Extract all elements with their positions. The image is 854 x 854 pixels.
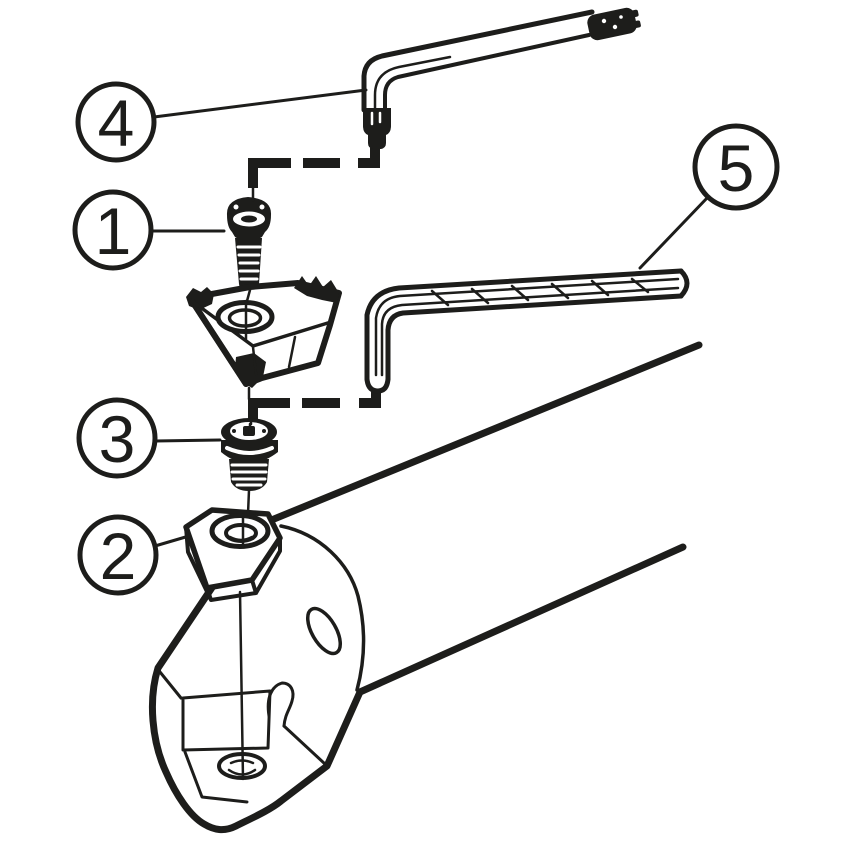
callout-5-label: 5 (718, 131, 755, 205)
callout-2-leader (153, 534, 191, 548)
torx-key-outer-edge (361, 9, 595, 113)
tool-holder-lower-edge (356, 543, 687, 696)
torx-key-tip-lobe-bottom (630, 20, 641, 29)
shim-side-faces (184, 525, 282, 602)
assembly-center-line (238, 186, 255, 781)
torx-key-tip-lobe-top (628, 9, 639, 18)
shim (183, 507, 283, 602)
insert-screw (226, 197, 272, 293)
tool-holder-head-outline (148, 524, 364, 834)
torx-key-bit (363, 108, 391, 149)
dash-segment-bottom (302, 398, 340, 408)
alignment-dashes-bottom (248, 389, 381, 419)
pocket-left-wall (158, 670, 183, 700)
hex-key-end-cap (678, 268, 690, 299)
pocket-front-edge (183, 750, 249, 804)
hex-key-outer-edge (364, 268, 684, 382)
dash-elbow-left-top (248, 158, 291, 188)
dash-segment-top (303, 158, 340, 168)
center-line-segment (246, 488, 251, 516)
shim-screw-flange-highlight (225, 446, 274, 455)
callout-1-circle (72, 189, 154, 271)
torx-key-bit-flutes (370, 111, 382, 126)
insert-screw-threads (236, 245, 262, 281)
callout-1-label: 1 (95, 194, 132, 268)
hex-key-facet-line-2 (380, 286, 680, 377)
tool-holder-oval-hole (305, 606, 343, 656)
torx-key-grip (587, 7, 637, 41)
torx-key (361, 7, 641, 149)
callout-3-circle (76, 397, 158, 479)
callout-3-leader (153, 438, 222, 443)
dash-elbow-left-bottom (248, 398, 290, 419)
insert-screw-head-highlight (233, 204, 239, 210)
shim-screw-socket-dot (262, 429, 266, 433)
shim-screw-threaded-body (229, 459, 269, 491)
torx-key-inner-edge (383, 33, 591, 112)
callout-2-label: 2 (100, 519, 137, 593)
callout-4-leader (152, 88, 368, 119)
shim-screw-socket-dot (232, 429, 236, 433)
callout-1: 1 (72, 189, 226, 271)
torx-key-mid-line (373, 55, 452, 112)
torx-key-grip-knurl-dot (612, 24, 618, 30)
insert-screw-torx-star (241, 215, 257, 223)
pocket-right-edge (282, 724, 327, 766)
callout-5-circle (692, 123, 780, 211)
tool-holder-dome-edge (279, 524, 366, 692)
shim-hole-countersink (228, 535, 254, 542)
callout-4-label: 4 (98, 86, 135, 160)
tool-holder-body (148, 341, 703, 834)
torx-key-grip-knurl-dot (601, 18, 607, 24)
shim-screw-threads (230, 463, 268, 487)
hex-key-facet-hatching (430, 277, 650, 307)
hex-key-tip-cap (364, 376, 391, 394)
insert-side-edges (251, 335, 297, 376)
callout-5-leader (638, 195, 710, 270)
callout-5: 5 (638, 123, 780, 270)
threading-insert (186, 276, 342, 388)
insert-screw-head-highlight (259, 204, 265, 210)
callout-3: 3 (76, 397, 222, 479)
tool-holder-upper-edge (248, 341, 703, 532)
dash-elbow-right-top (358, 147, 380, 168)
callout-2-circle (77, 514, 159, 596)
pocket-recess (181, 689, 272, 752)
center-line-segment (245, 288, 252, 303)
hex-key-facet-line-1 (374, 277, 680, 377)
alignment-dashes-top (248, 147, 380, 188)
center-line-segment (238, 590, 245, 781)
dash-elbow-right-bottom (359, 389, 381, 408)
pocket-relief-notch (266, 681, 295, 728)
insert-corner-teeth-right (294, 276, 339, 303)
hex-key-bottom-edge (385, 293, 684, 382)
callout-4: 4 (75, 81, 368, 163)
torx-key-grip-knurl-dot (619, 15, 623, 19)
callout-2: 2 (77, 514, 191, 596)
insert-front-edge (189, 298, 249, 387)
hex-key (364, 268, 690, 394)
callout-3-label: 3 (99, 402, 136, 476)
callout-4-circle (75, 81, 157, 163)
